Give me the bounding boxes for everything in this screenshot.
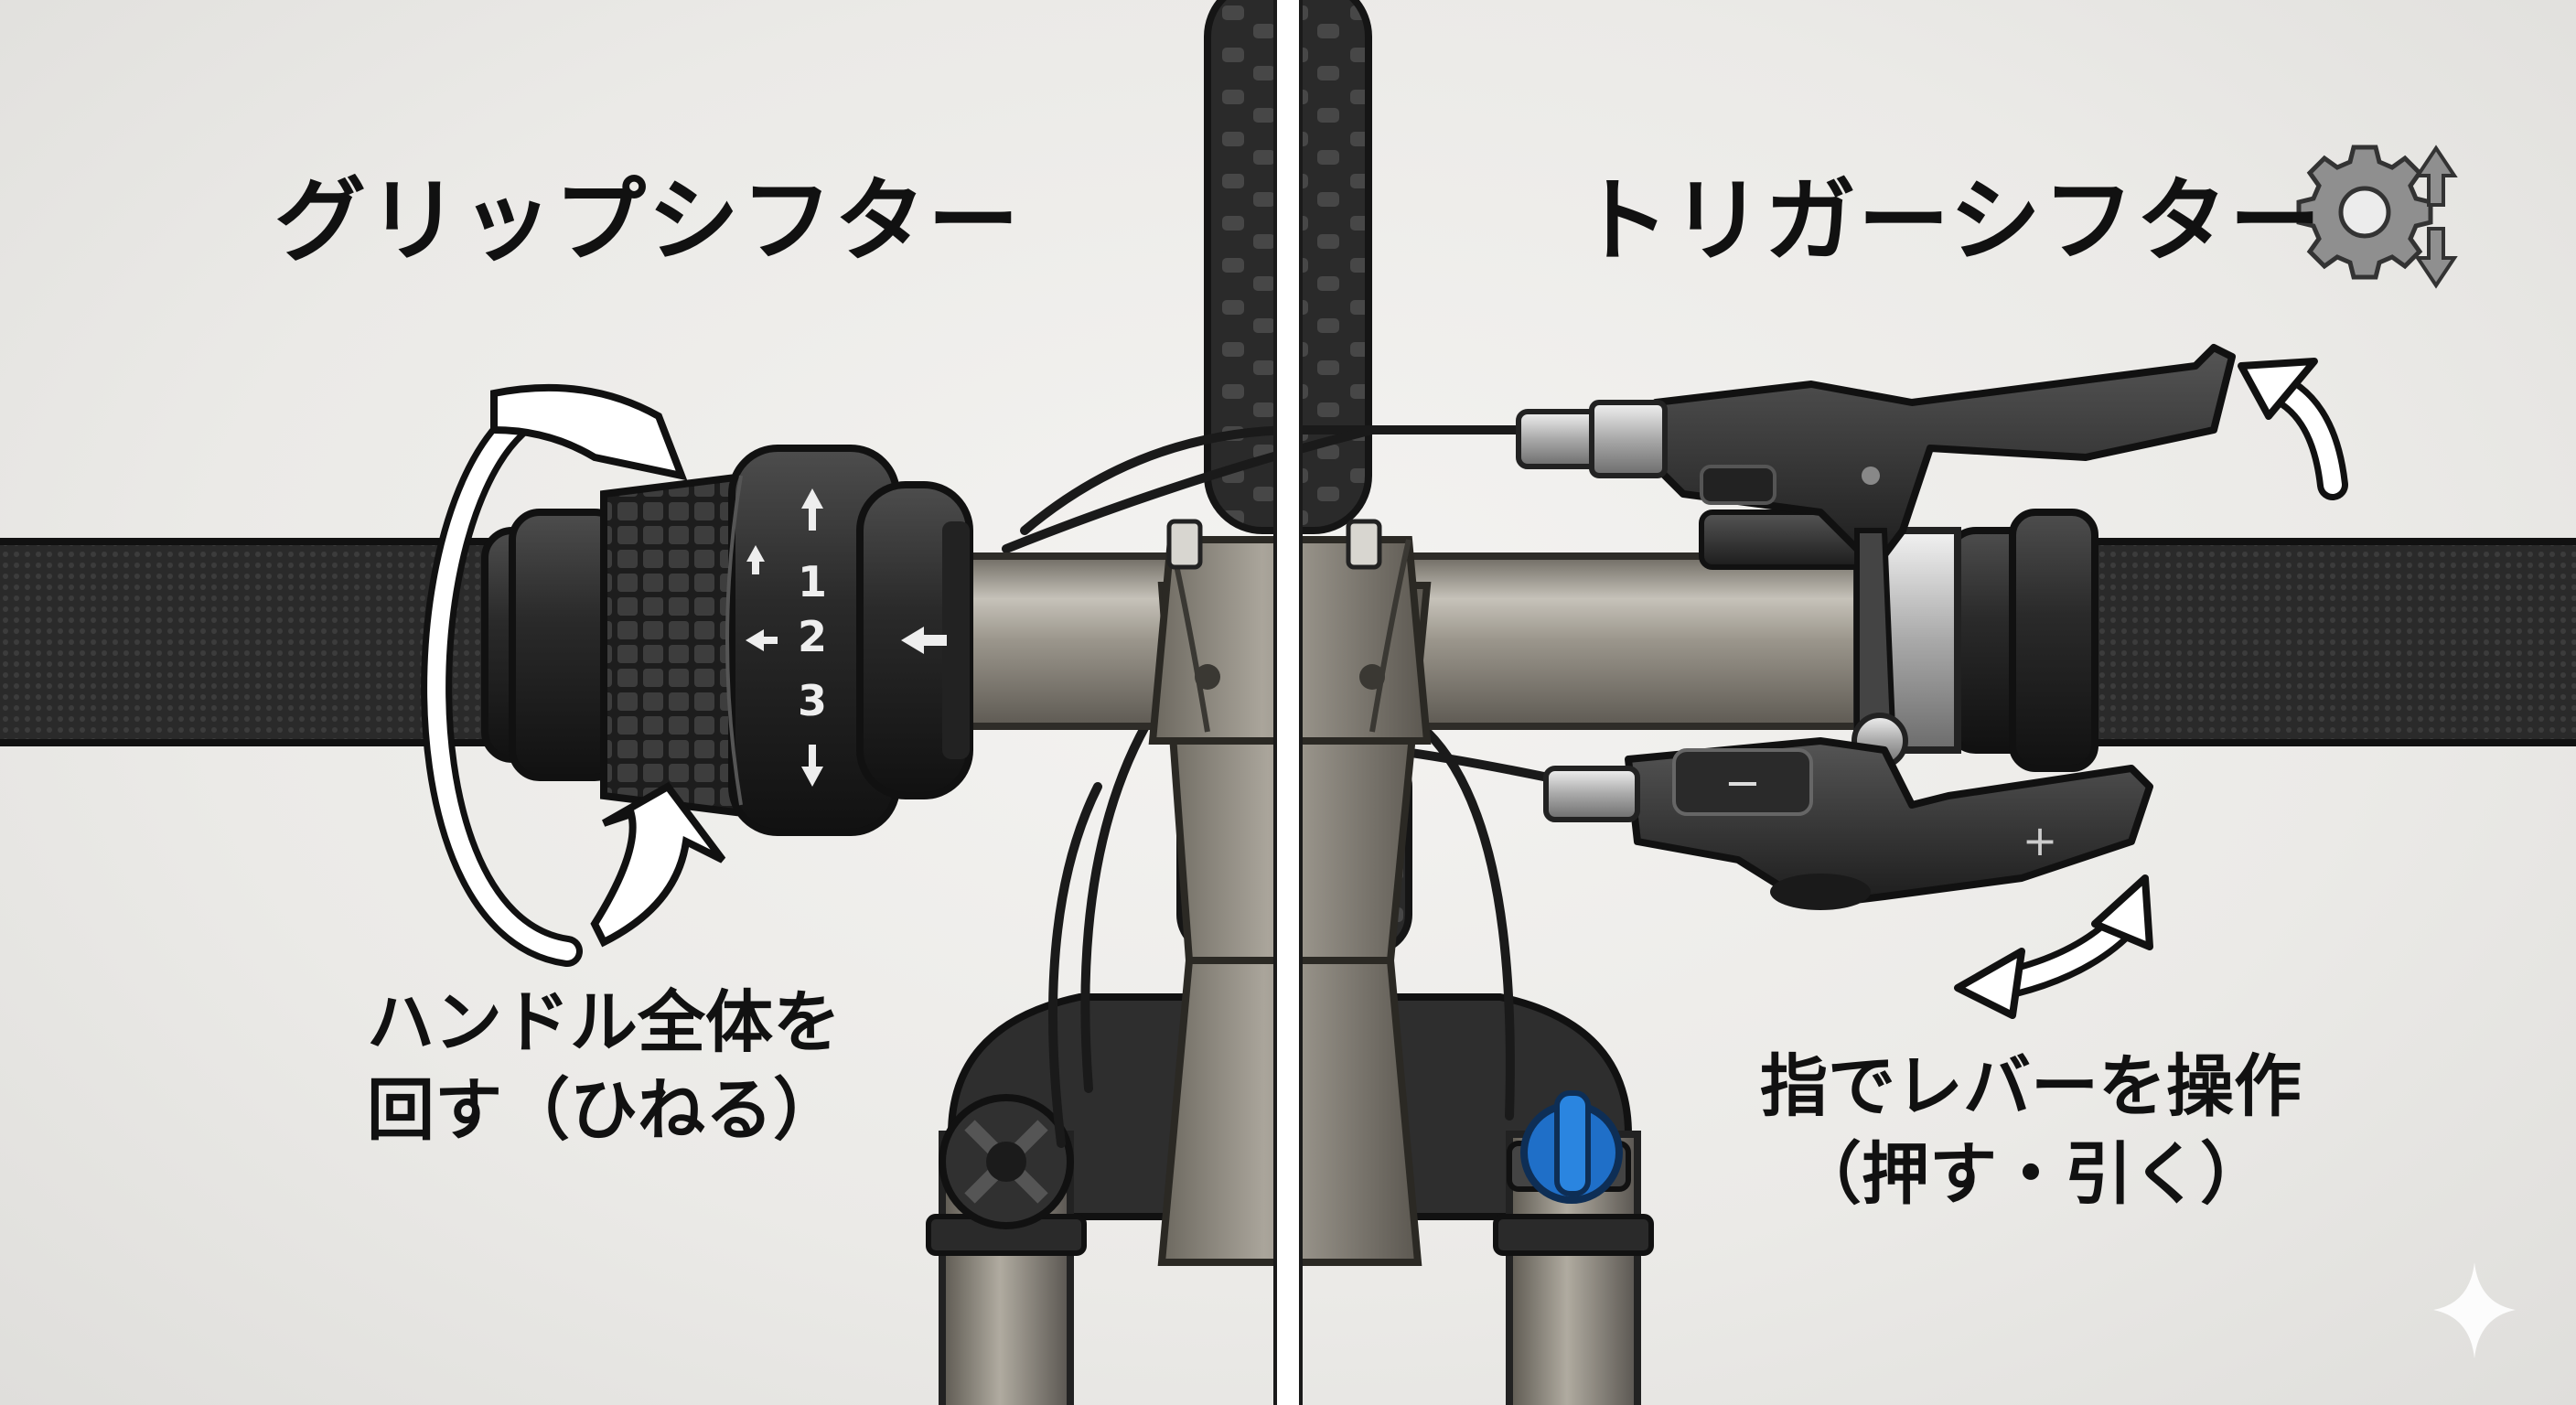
lever-pull-arrow-icon bbox=[2241, 361, 2333, 485]
grip-caption-line-1: ハンドル全体を bbox=[302, 979, 906, 1067]
grip-shifter-caption: ハンドル全体を 回す（ひねる） bbox=[302, 979, 906, 1154]
trigger-caption-line-2: （押す・引く） bbox=[1683, 1131, 2378, 1218]
trigger-shifter-title: トリガーシフター bbox=[1578, 146, 2323, 279]
plus-symbol: + bbox=[2023, 816, 2058, 865]
minus-symbol: − bbox=[1724, 757, 1761, 809]
gear-number-1: 1 bbox=[798, 557, 827, 606]
sparkle-icon bbox=[2433, 1262, 2516, 1358]
grip-shifter bbox=[485, 448, 970, 832]
trigger-shifter-caption: 指でレバーを操作 （押す・引く） bbox=[1683, 1043, 2378, 1218]
center-divider bbox=[1275, 0, 1301, 1405]
grip-shifter-title: グリップシフター bbox=[274, 146, 1021, 279]
gear-number-3: 3 bbox=[798, 676, 827, 725]
trigger-caption-line-1: 指でレバーを操作 bbox=[1683, 1043, 2378, 1131]
grip-caption-line-2: 回す（ひねる） bbox=[302, 1067, 906, 1154]
lever-push-pull-arrow-icon bbox=[1958, 878, 2150, 1015]
gear-number-2: 2 bbox=[798, 612, 827, 661]
